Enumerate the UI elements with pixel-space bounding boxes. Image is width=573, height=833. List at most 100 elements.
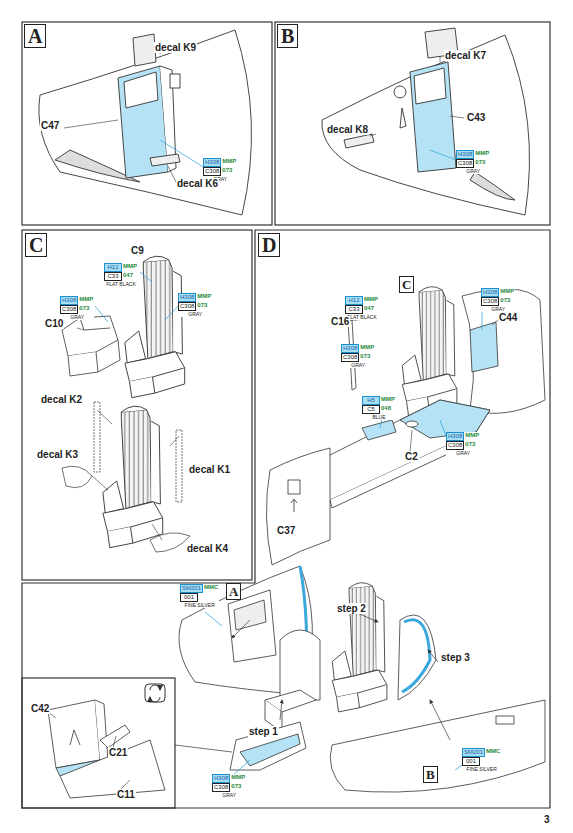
panel-letter-box: A [226,583,241,600]
part-label: decal K7 [444,50,487,61]
paint-code: H308 [456,150,474,159]
paint-code: MMP [221,158,237,167]
page-number: 3 [543,814,551,825]
paint-code: C308 [212,783,230,792]
paint-code: MMC [203,584,219,593]
paint-code: H12 [104,263,122,272]
paint-code: 073 [464,441,476,450]
paint-code: C308 [341,353,359,362]
paint-code: BLUE [362,414,396,420]
paint-code: MMP [499,288,515,297]
paint-code: MMP [359,344,375,353]
paint-code: C33 [104,272,122,281]
part-label: C9 [130,245,145,256]
paint-code: 073 [474,159,486,168]
paint-code: C308 [60,305,78,314]
paint-callout: H308MMPC308073GRAY [481,288,515,312]
paint-code: 048 [380,405,392,414]
paint-code: H308 [203,158,221,167]
part-label: C2 [404,451,419,462]
paint-code: FINE SILVER [180,602,219,608]
part-label: decal K9 [154,42,197,53]
paint-callout: H308MMPC308073GRAY [456,150,490,174]
part-label: C16 [330,316,350,327]
part-label: decal K8 [326,124,369,135]
part-label: step 3 [440,652,471,663]
paint-code: FINE SILVER [462,766,501,772]
part-label: decal K2 [40,394,83,405]
paint-code: C308 [456,159,474,168]
paint-code: H308 [446,432,464,441]
paint-code: 001 [180,593,198,602]
panel-letter: C [29,234,43,256]
paint-code: H308 [60,296,78,305]
paint-code: H12 [345,296,363,305]
paint-code: C308 [446,441,464,450]
paint-code: 073 [230,783,242,792]
paint-code: H308 [341,344,359,353]
paint-code: 047 [122,272,134,281]
paint-code: MMP [474,150,490,159]
paint-code: MMP [380,396,396,405]
panel-letter: A [28,25,42,47]
paint-callout: H308MMPC308073GRAY [178,293,212,317]
paint-callout: SM201MMC 001FINE SILVER [180,584,219,608]
paint-code: FLAT BLACK [104,281,138,287]
paint-code: C308 [203,167,221,176]
paint-code: 073 [359,353,371,362]
paint-code: H308 [178,293,196,302]
paint-code: C308 [178,302,196,311]
panel-letter-box: C [399,276,414,293]
part-label: C47 [40,120,60,131]
panel-letter-box: C [25,233,47,257]
paint-code: GRAY [60,314,94,320]
paint-code: 073 [78,305,90,314]
panel-letter: A [229,584,238,599]
part-label: C37 [276,525,296,536]
part-label: C21 [108,747,128,758]
part-label: C10 [44,318,64,329]
paint-code: H5 [362,396,380,405]
part-label: C43 [466,112,486,123]
part-label: C44 [498,312,518,323]
part-label: C11 [116,789,136,800]
paint-code: 073 [499,297,511,306]
panel-letter: C [402,277,411,292]
paint-code: C33 [345,305,363,314]
paint-code: 073 [196,302,208,311]
paint-code: MMP [230,774,246,783]
paint-code: MMP [122,263,138,272]
paint-code: GRAY [178,311,212,317]
paint-code: C5 [362,405,380,414]
paint-callout: H308MMPC308073GRAY [60,296,94,320]
paint-code: C308 [481,297,499,306]
paint-callout: H12MMPC33047FLAT BLACK [104,263,138,287]
paint-code: SM201 [180,584,203,593]
panel-letter-box: D [258,233,280,257]
part-label: decal K3 [36,449,79,460]
panel-letter: B [281,25,294,47]
paint-code: GRAY [341,362,375,368]
part-label: decal K6 [176,178,219,189]
panel-letter-box: B [423,766,438,783]
part-label: C42 [30,703,50,714]
paint-code: 047 [363,305,375,314]
panel-letter: B [426,767,435,782]
paint-code: GRAY [212,792,246,798]
paint-callout: H308MMPC308073GRAY [446,432,480,456]
paint-code: MMC [485,748,501,757]
paint-code: 073 [221,167,233,176]
panel-letter: D [262,234,276,256]
paint-callout: H308MMPC308073GRAY [341,344,375,368]
paint-code: GRAY [446,450,480,456]
paint-callout: SM201MMC001FINE SILVER [462,748,501,772]
part-label: step 2 [336,603,367,614]
paint-code: MMP [363,296,379,305]
part-label: decal K4 [186,543,229,554]
paint-code: 001 [462,757,480,766]
paint-code: MMP [78,296,94,305]
part-label: step 1 [248,726,279,737]
paint-callout: H308MMPC308073GRAY [212,774,246,798]
paint-code: H308 [212,774,230,783]
